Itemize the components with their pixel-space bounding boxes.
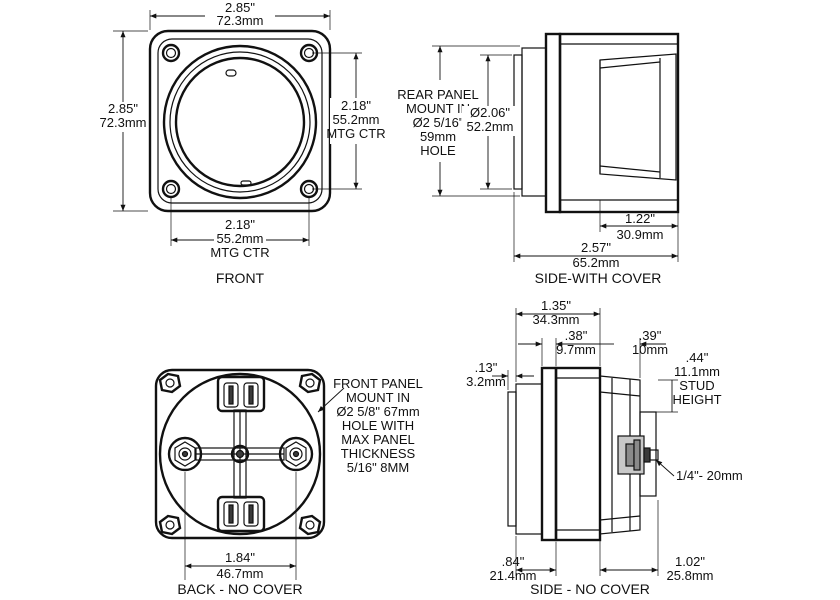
side-nocover-flange bbox=[540, 366, 558, 542]
front-panel-line-6: 5/16" 8MM bbox=[347, 460, 409, 475]
side-nocover-d84-in: .84" bbox=[502, 554, 525, 569]
side-cover-body bbox=[558, 32, 680, 214]
side-cover-dia-mm: 52.2mm bbox=[467, 119, 514, 134]
side-nocover-d135-in: 1.35" bbox=[541, 298, 571, 313]
side-nocover-d13-mm: 3.2mm bbox=[466, 374, 506, 389]
back-clip-top bbox=[216, 375, 266, 413]
front-indicator-icon bbox=[225, 69, 237, 77]
rear-panel-line-2: Ø2 5/16" bbox=[413, 115, 464, 130]
back-clip-bottom bbox=[216, 495, 266, 533]
front-mtg-v-in: 2.18" bbox=[341, 98, 371, 113]
back-housing bbox=[154, 368, 326, 540]
front-height-mm: 72.3mm bbox=[100, 115, 147, 130]
front-knob-bezel bbox=[162, 44, 318, 200]
front-mtg-v-mm: 55.2mm bbox=[333, 112, 380, 127]
back-view: FRONT PANEL MOUNT IN Ø2 5/8" 67mm HOLE W… bbox=[154, 368, 423, 597]
side-cover-depth1-in: 1.22" bbox=[625, 211, 655, 226]
rear-panel-line-4: HOLE bbox=[420, 143, 456, 158]
back-base-disc bbox=[158, 372, 322, 536]
stud-height-line-0: .44" bbox=[686, 350, 709, 365]
back-stud-mm: 46.7mm bbox=[217, 566, 264, 581]
front-height-in: 2.85" bbox=[108, 101, 138, 116]
side-cover-dia-in: Ø2.06" bbox=[470, 105, 510, 120]
back-stud-in: 1.84" bbox=[225, 550, 255, 565]
side-cover-total-mm: 65.2mm bbox=[573, 255, 620, 270]
front-notch-icon bbox=[240, 180, 252, 186]
side-nocover-d13-in: .13" bbox=[475, 360, 498, 375]
front-housing-inner bbox=[157, 38, 323, 204]
side-nocover-d102-mm: 25.8mm bbox=[667, 568, 714, 583]
front-panel-line-0: FRONT PANEL bbox=[333, 376, 423, 391]
stud-height-line-1: 11.1mm bbox=[674, 364, 720, 379]
back-terminal-left bbox=[167, 436, 203, 472]
side-nocover-d102-in: 1.02" bbox=[675, 554, 705, 569]
side-nocover-d135-mm: 34.3mm bbox=[533, 312, 580, 327]
front-width-in: 2.85" bbox=[225, 0, 255, 15]
side-no-cover-view: 1.35" 34.3mm .38" 9.7mm .39" 10mm .13" 3… bbox=[466, 298, 743, 597]
side-nocover-d39-in: .39" bbox=[639, 328, 662, 343]
back-view-label: BACK - NO COVER bbox=[177, 581, 302, 597]
side-nocover-thread: 1/4"- 20mm bbox=[676, 468, 743, 483]
front-mtg-v-ctr: MTG CTR bbox=[326, 126, 385, 141]
front-mtg-h-in: 2.18" bbox=[225, 217, 255, 232]
rear-panel-line-1: MOUNT IN bbox=[406, 101, 470, 116]
side-cover-view-label: SIDE-WITH COVER bbox=[535, 270, 662, 286]
side-cover-total-in: 2.57" bbox=[581, 240, 611, 255]
front-panel-line-2: Ø2 5/8" 67mm bbox=[336, 404, 419, 419]
side-cover-window bbox=[599, 53, 677, 181]
side-with-cover-view: REAR PANEL MOUNT IN Ø2 5/16" 59mm HOLE Ø… bbox=[397, 32, 680, 286]
side-nocover-body bbox=[554, 366, 602, 542]
side-cover-depth1-mm: 30.9mm bbox=[617, 227, 664, 242]
stud-height-line-3: HEIGHT bbox=[672, 392, 721, 407]
stud-height-line-2: STUD bbox=[679, 378, 714, 393]
side-nocover-d38-in: .38" bbox=[565, 328, 588, 343]
side-cover-rear-boss bbox=[521, 47, 547, 197]
front-width-mm: 72.3mm bbox=[217, 13, 264, 28]
side-nocover-stud bbox=[649, 449, 659, 461]
front-mtg-h-ctr: MTG CTR bbox=[210, 245, 269, 260]
back-center-boss bbox=[230, 444, 250, 464]
front-panel-line-3: HOLE WITH bbox=[342, 418, 414, 433]
back-terminal-right bbox=[278, 436, 314, 472]
front-panel-line-1: MOUNT IN bbox=[346, 390, 410, 405]
front-panel-line-4: MAX PANEL bbox=[341, 432, 414, 447]
rear-panel-line-3: 59mm bbox=[420, 129, 456, 144]
front-mtg-h-mm: 55.2mm bbox=[217, 231, 264, 246]
front-knob-ring bbox=[169, 51, 311, 193]
front-view: 2.85" 72.3mm 2.85" 72.3mm 2.18" 55.2mm M… bbox=[96, 0, 386, 286]
side-nocover-view-label: SIDE - NO COVER bbox=[530, 581, 650, 597]
front-knob bbox=[174, 56, 306, 188]
side-nocover-rear-boss bbox=[515, 383, 543, 535]
back-corner-nuts bbox=[158, 372, 322, 536]
rear-panel-line-0: REAR PANEL bbox=[397, 87, 478, 102]
front-view-label: FRONT bbox=[216, 270, 265, 286]
side-nocover-d84-mm: 21.4mm bbox=[490, 568, 537, 583]
side-cover-flange bbox=[544, 32, 562, 214]
side-nocover-d39-mm: 10mm bbox=[632, 342, 668, 357]
front-panel-line-5: THICKNESS bbox=[341, 446, 416, 461]
side-nocover-contact-housing bbox=[599, 375, 641, 535]
side-nocover-d38-mm: 9.7mm bbox=[556, 342, 596, 357]
